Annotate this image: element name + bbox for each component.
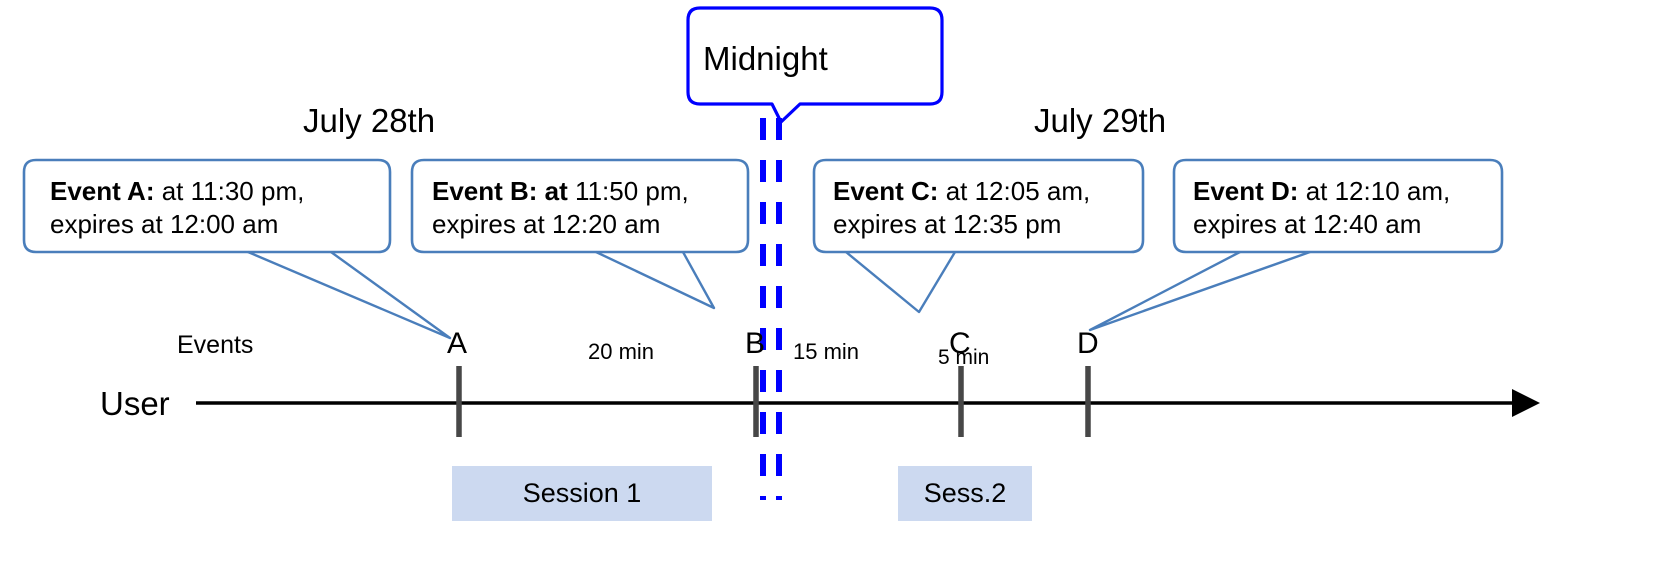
date-label-july-28: July 28th	[303, 102, 436, 139]
midnight-label: Midnight	[703, 40, 828, 77]
callout-event-d-line2: expires at 12:40 am	[1193, 209, 1422, 240]
session-box-2: Sess.2	[898, 466, 1032, 521]
callout-event-d-text: Event D: at 12:10 am, expires at 12:40 a…	[1193, 175, 1498, 242]
callout-event-b-leader	[595, 250, 716, 310]
callout-event-c-text: Event C: at 12:05 am, expires at 12:35 p…	[833, 175, 1138, 242]
callout-event-b-bold: Event B: at	[432, 176, 568, 206]
callout-event-a-text: Event A: at 11:30 pm, expires at 12:00 a…	[50, 175, 380, 242]
callout-event-c-leader	[845, 251, 957, 314]
callout-event-b-rest: 11:50 pm,	[567, 176, 689, 206]
session-box-1: Session 1	[452, 466, 712, 521]
tick-label-a: A	[447, 327, 468, 360]
date-label-july-29: July 29th	[1034, 102, 1167, 139]
callout-event-b-line1: Event B: at 11:50 pm,	[432, 175, 737, 208]
callout-event-a-rest: at 11:30 pm,	[154, 176, 305, 206]
callout-event-d-rest: at 12:10 am,	[1298, 176, 1451, 206]
callout-event-a-bold: Event A:	[50, 176, 155, 206]
callout-event-d-line1: Event D: at 12:10 am,	[1193, 175, 1498, 208]
interval-label-20-min: 20 min	[588, 339, 655, 364]
callout-event-d-leader	[1088, 250, 1311, 332]
callout-event-d-bold: Event D:	[1193, 176, 1299, 206]
tick-label-b: B	[745, 327, 766, 360]
tick-label-d: D	[1077, 327, 1099, 360]
callout-event-b-text: Event B: at 11:50 pm, expires at 12:20 a…	[432, 175, 737, 242]
user-row-label: User	[100, 385, 170, 422]
interval-label-5-min: 5 min	[938, 346, 990, 369]
callout-event-c-line1: Event C: at 12:05 am,	[833, 175, 1138, 208]
callout-event-c-rest: at 12:05 am,	[938, 176, 1091, 206]
timeline-arrow-head	[1512, 389, 1540, 417]
tick-label-c: C	[949, 327, 971, 360]
callout-event-b-line2: expires at 12:20 am	[432, 209, 661, 240]
callout-event-c-line2: expires at 12:35 pm	[833, 209, 1062, 240]
callout-event-a-line1: Event A: at 11:30 pm,	[50, 175, 380, 208]
interval-label-15-min: 15 min	[793, 339, 860, 364]
callout-event-c-bold: Event C:	[833, 176, 939, 206]
callout-event-a-leader	[247, 250, 452, 340]
session-box-1-label: Session 1	[522, 478, 642, 508]
callout-event-a-line2: expires at 12:00 am	[50, 209, 279, 240]
session-box-2-label: Sess.2	[923, 478, 1007, 508]
events-row-label: Events	[177, 331, 254, 359]
